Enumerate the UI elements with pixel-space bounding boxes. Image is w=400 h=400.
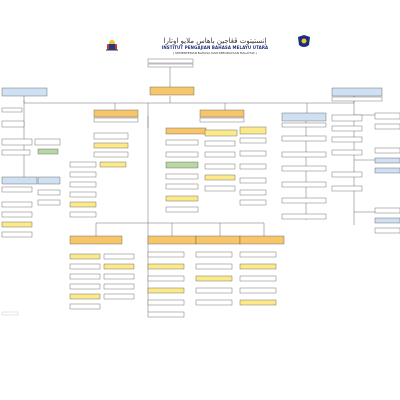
institute-crest-icon (296, 34, 312, 50)
branch-center-right (165, 109, 267, 213)
institute-jawi-title: إنستيتوت ڤڠاجين باهاس ملايو اوتارا (163, 37, 267, 45)
institute-subtitle: ( KEMENTERIAN BAHASA DAN KEBUDAYAAN MALA… (173, 51, 257, 55)
branch-right (281, 112, 327, 220)
top-box (147, 58, 194, 68)
second-level-box (149, 86, 195, 96)
branch-center-left (69, 109, 139, 218)
lower-group (69, 235, 285, 318)
malaysia-coat-of-arms-icon (105, 37, 119, 51)
institute-title: INSTITUT PENGAJIAN BAHASA MELAYU UTARA (161, 45, 269, 50)
footnote-mark (1, 311, 19, 316)
branch-far-right (331, 87, 400, 234)
branch-left (1, 87, 61, 238)
